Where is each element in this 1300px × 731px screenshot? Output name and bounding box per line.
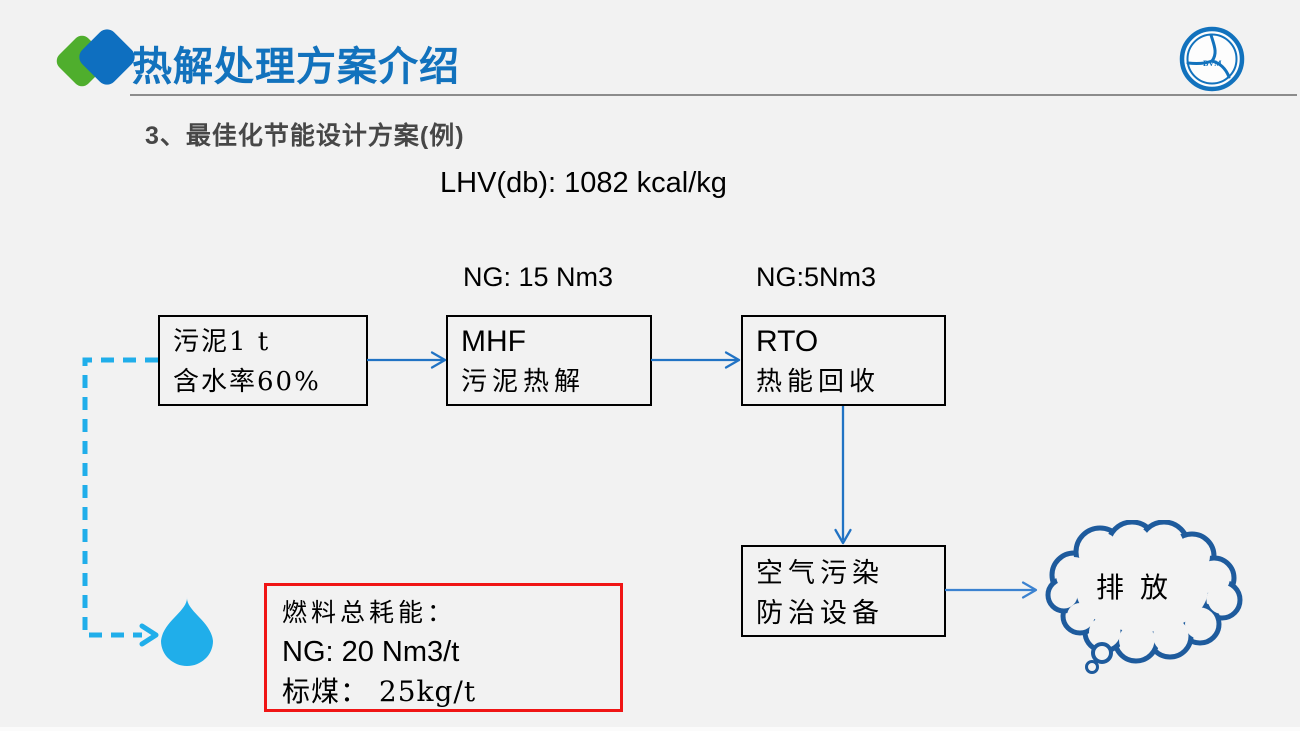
blue-diamond bbox=[79, 29, 135, 85]
rto-box-line2: 热能回收 bbox=[756, 367, 881, 397]
ng-mhf-label: NG: 15 Nm3 bbox=[463, 262, 614, 292]
logo-text: BVM bbox=[1203, 59, 1222, 68]
mhf-box-line1: MHF bbox=[461, 325, 526, 358]
apc-box-line2: 防治设备 bbox=[756, 598, 884, 629]
apc-box-line1: 空气污染 bbox=[756, 558, 884, 589]
water-drop-icon bbox=[157, 595, 217, 669]
section-subtitle: 3、最佳化节能设计方案(例) bbox=[145, 122, 465, 150]
slide-bottom-edge bbox=[0, 727, 1300, 731]
emission-cloud-label: 排放 bbox=[1095, 571, 1184, 604]
header-divider bbox=[130, 94, 1297, 96]
apc-box: 空气污染 防治设备 bbox=[741, 545, 946, 637]
rto-box: RTO 热能回收 bbox=[741, 315, 946, 406]
arrow-apc-to-cloud-icon bbox=[945, 578, 1039, 602]
diamond-logo-icon bbox=[55, 24, 139, 94]
emission-cloud-icon bbox=[1034, 520, 1250, 678]
sludge-box: 污泥1 t 含水率60% bbox=[158, 315, 368, 406]
lhv-value: LHV(db): 1082 kcal/kg bbox=[440, 167, 727, 199]
rto-box-line1: RTO bbox=[756, 325, 819, 358]
dashed-water-path-icon bbox=[76, 350, 170, 650]
ng-rto-label: NG:5Nm3 bbox=[756, 262, 877, 292]
arrow-sludge-to-mhf-icon bbox=[367, 348, 449, 372]
arrow-mhf-to-rto-icon bbox=[651, 348, 743, 372]
sludge-box-line2: 含水率60% bbox=[173, 367, 321, 397]
company-logo-icon: BVM bbox=[1178, 25, 1246, 93]
logo-swirl bbox=[1186, 33, 1231, 79]
arrow-rto-to-apc-icon bbox=[831, 406, 855, 546]
mhf-box-line2: 污泥热解 bbox=[461, 367, 586, 397]
cloud-tail-bubbles bbox=[1085, 642, 1113, 674]
fuel-summary-line3: 标煤： 25kg/t bbox=[282, 675, 477, 708]
sludge-box-line1: 污泥1 t bbox=[173, 327, 271, 357]
fuel-summary-line2: NG: 20 Nm3/t bbox=[282, 636, 460, 668]
page-title: 热解处理方案介绍 bbox=[132, 45, 460, 89]
mhf-box: MHF 污泥热解 bbox=[446, 315, 652, 406]
fuel-summary-box: 燃料总耗能： NG: 20 Nm3/t 标煤： 25kg/t bbox=[264, 583, 623, 712]
fuel-summary-line1: 燃料总耗能： bbox=[282, 598, 457, 627]
